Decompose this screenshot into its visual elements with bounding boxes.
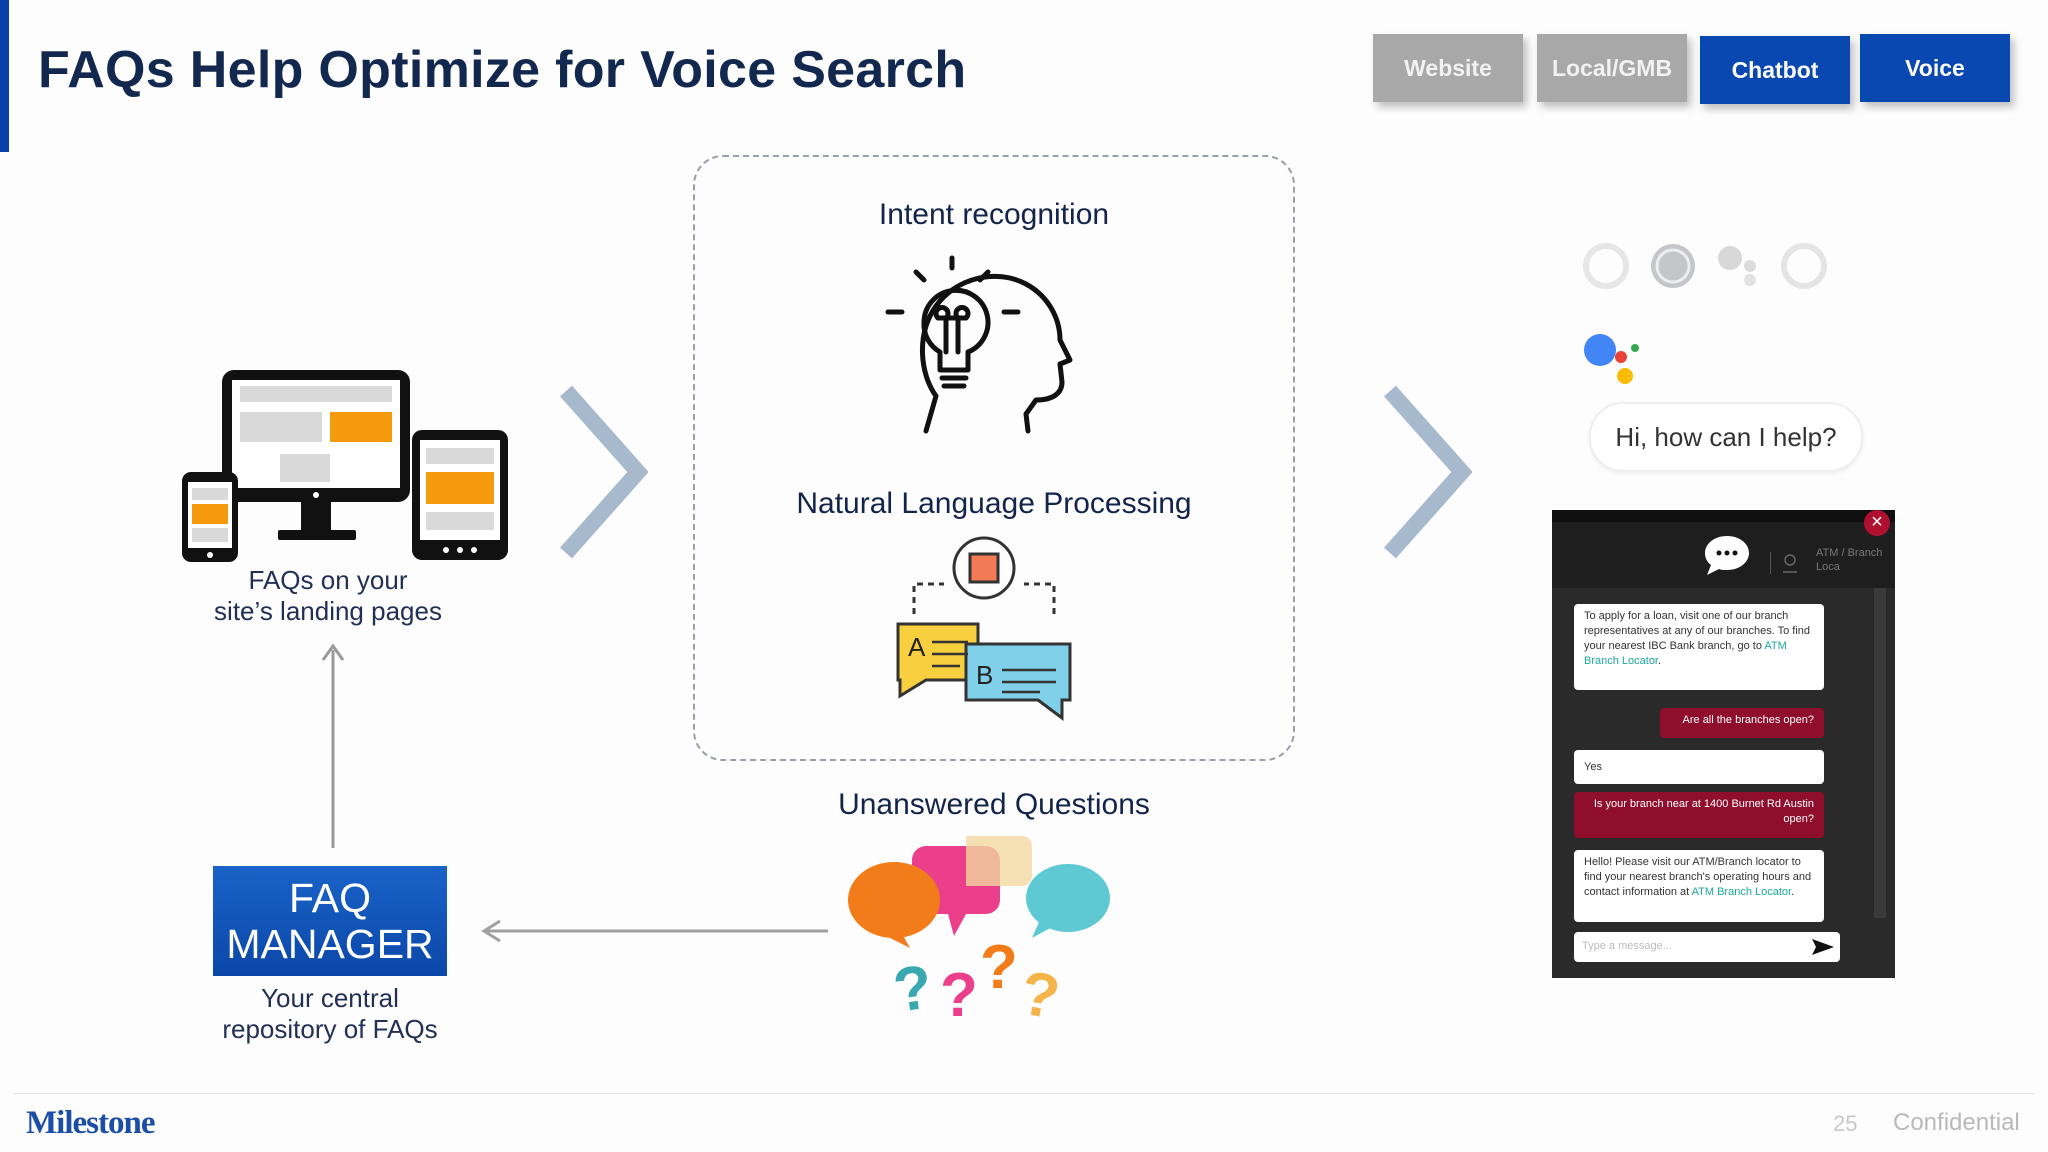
nlp-label: Natural Language Processing (796, 487, 1192, 520)
process-box (693, 155, 1295, 761)
chat-message-user: Is your branch near at 1400 Burnet Rd Au… (1574, 792, 1824, 838)
cortana-icon (1583, 243, 1629, 289)
faq-manager-logo: FAQ MANAGER (213, 866, 447, 976)
google-assistant-icon (1584, 334, 1639, 384)
milestone-logo: Milestone (26, 1105, 155, 1141)
chat-messages: To apply for a loan, visit one of our br… (1552, 588, 1895, 978)
svg-text:?: ? (980, 933, 1018, 1002)
scrollbar[interactable] (1874, 588, 1886, 918)
atm-branch-locator-link[interactable]: ATM Branch Locator (1584, 640, 1787, 667)
chat-message-bot: To apply for a loan, visit one of our br… (1574, 604, 1824, 690)
faq-manager-line2: MANAGER (226, 921, 434, 967)
tab-chatbot[interactable]: Chatbot (1700, 36, 1850, 104)
svg-text:?: ? (1015, 958, 1064, 1025)
left-arrow-icon (481, 919, 828, 943)
chat-bubble-icon (1705, 536, 1749, 575)
intent-label: Intent recognition (878, 198, 1110, 231)
chat-input-placeholder: Type a message... (1582, 940, 1672, 952)
confidential-label: Confidential (1893, 1109, 2020, 1136)
tab-website[interactable]: Website (1373, 34, 1523, 102)
devices-caption-line2: site’s landing pages (214, 596, 442, 626)
up-arrow-icon (321, 643, 345, 848)
chat-message-user: Are all the branches open? (1660, 708, 1824, 738)
intent-recognition-icon (885, 255, 1073, 434)
faq-manager-line1: FAQ (288, 875, 372, 921)
faq-manager-caption-line2: repository of FAQs (222, 1014, 438, 1044)
chatbot-header-text: ATM / Branch Loca (1816, 547, 1883, 573)
atm-branch-locator-link[interactable]: ATM Branch Locator (1691, 886, 1792, 898)
chat-input[interactable]: Type a message... (1574, 932, 1840, 962)
devices-icon (182, 370, 508, 562)
devices-caption-line1: FAQs on your (248, 565, 408, 595)
close-icon[interactable]: × (1864, 510, 1890, 536)
location-icon (1783, 554, 1797, 573)
google-dots-icon (1718, 246, 1742, 270)
svg-text:?: ? (940, 961, 978, 1025)
question-bubbles-icon: ? ? ? ? (848, 836, 1110, 1025)
nlp-icon: A B (896, 536, 1072, 721)
nlp-bubble-a-text: A (908, 632, 926, 662)
page-number: 25 (1833, 1111, 1858, 1136)
footer-divider (14, 1093, 2034, 1094)
chat-message-bot: Yes (1574, 750, 1824, 784)
unanswered-label: Unanswered Questions (838, 788, 1150, 821)
assistant-speech-bubble: Hi, how can I help? (1589, 402, 1863, 472)
devices-caption: FAQs on your site’s landing pages (178, 565, 478, 627)
chat-message-bot: Hello! Please visit our ATM/Branch locat… (1574, 850, 1824, 922)
send-icon[interactable] (1810, 937, 1836, 957)
tab-voice[interactable]: Voice (1860, 34, 2010, 102)
chevron-right-icon (1384, 385, 1472, 559)
faq-manager-caption: Your central repository of FAQs (180, 983, 480, 1045)
svg-text:?: ? (889, 952, 936, 1025)
accent-bar (0, 0, 9, 152)
slide-title: FAQs Help Optimize for Voice Search (38, 41, 967, 99)
alexa-icon (1781, 243, 1827, 289)
voice-assistant-icons (1583, 243, 1827, 289)
chevron-right-icon (560, 385, 648, 559)
chatbot-widget: ATM / Branch Loca × To apply for a loan,… (1552, 510, 1895, 978)
faq-manager-caption-line1: Your central (261, 983, 399, 1013)
chatbot-header: ATM / Branch Loca (1552, 522, 1895, 588)
tab-local-gmb[interactable]: Local/GMB (1537, 34, 1687, 102)
nlp-bubble-b-text: B (976, 660, 993, 690)
